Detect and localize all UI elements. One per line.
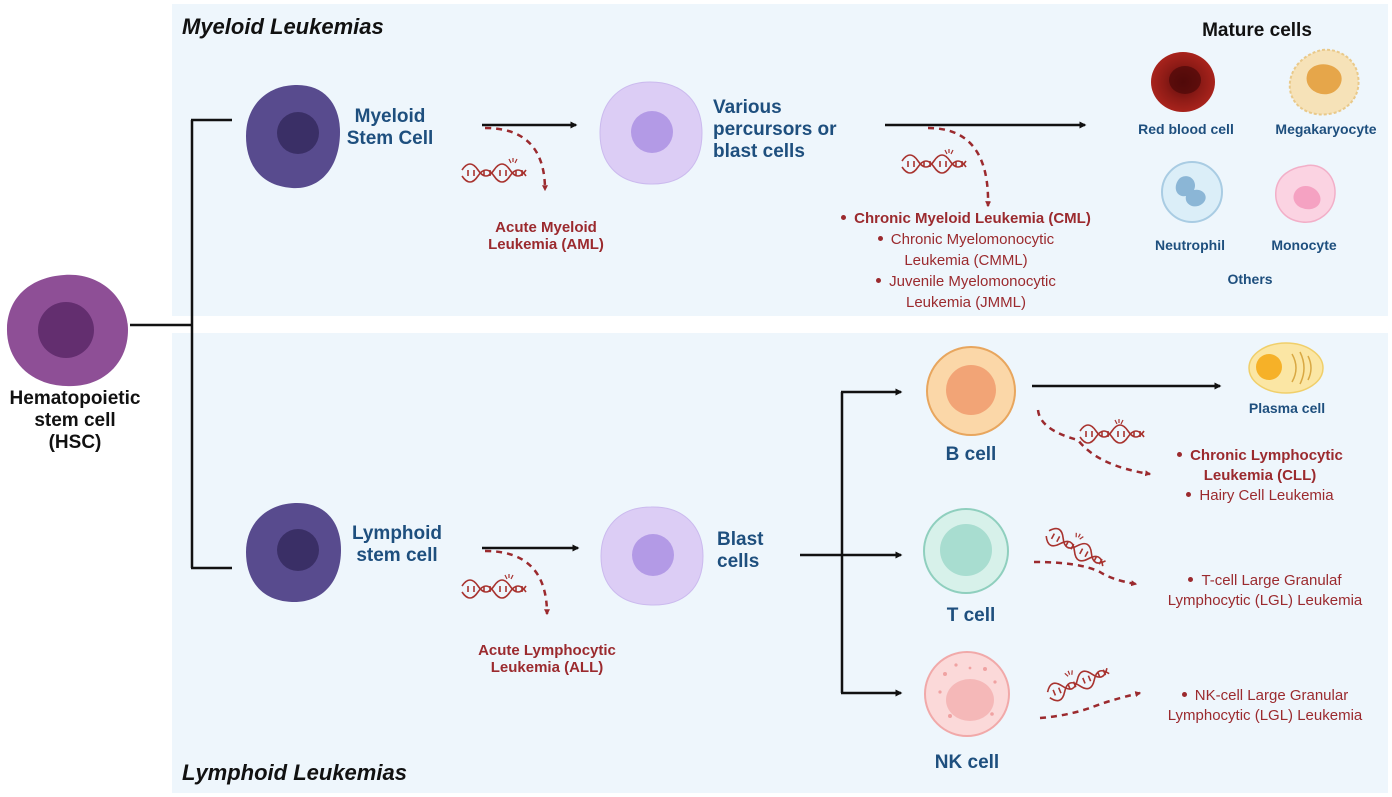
- plasma-cell-icon: [1248, 342, 1324, 394]
- lymphoid-panel: [172, 333, 1388, 793]
- cml-item: Chronic Myeloid Leukemia (CML): [816, 208, 1116, 229]
- monocyte-icon: [1275, 164, 1336, 223]
- nk-cell-leukemia-list: NK-cell Large Granular Lymphocytic (LGL)…: [1140, 686, 1390, 726]
- nk-cell-icon: [924, 651, 1010, 737]
- hairy-cell-item: Hairy Cell Leukemia: [1160, 486, 1360, 506]
- dna-icon: [1079, 419, 1145, 444]
- neutrophil-icon: [1161, 161, 1223, 223]
- lymphoid-section-title: Lymphoid Leukemias: [182, 760, 407, 785]
- red-blood-cell-icon: [1151, 52, 1215, 112]
- others-label: Others: [1227, 271, 1273, 287]
- lymphoid-stem-cell-icon: [246, 502, 341, 603]
- b-cell-label: B cell: [945, 444, 997, 465]
- b-cell-leukemia-list: Chronic Lymphocytic Leukemia (CLL) Hairy…: [1160, 446, 1360, 506]
- all-label: Acute Lymphocytic Leukemia (ALL): [478, 642, 616, 677]
- plasma-cell-label: Plasma cell: [1248, 400, 1326, 416]
- aml-label: Acute Myeloid Leukemia (AML): [488, 219, 604, 254]
- lymphoid-blast-cell-icon: [600, 506, 704, 606]
- cmml-item: Chronic Myelomonocytic: [816, 229, 1116, 250]
- cml-list: Chronic Myeloid Leukemia (CML) Chronic M…: [816, 208, 1116, 313]
- t-lgl-item: T-cell Large Granulaf: [1140, 571, 1390, 591]
- hsc-connector: [130, 118, 232, 570]
- dna-icon: [461, 158, 527, 183]
- jmml-item-line2: Leukemia (JMML): [905, 294, 1027, 311]
- myeloid-section-title: Myeloid Leukemias: [182, 14, 384, 39]
- blast-cells-label: Blast cells: [717, 529, 764, 572]
- t-lgl-item-line2: Lymphocytic (LGL) Leukemia: [1167, 592, 1363, 609]
- megakaryocyte-icon: [1288, 48, 1360, 116]
- dna-icon: [901, 149, 967, 174]
- precursor-cells-label: Various percursors or blast cells: [713, 97, 837, 162]
- b-cell-icon: [926, 346, 1016, 436]
- mature-cells-heading: Mature cells: [1202, 20, 1312, 41]
- cll-item: Chronic Lymphocytic: [1160, 446, 1360, 466]
- t-cell-leukemia-list: T-cell Large Granulaf Lymphocytic (LGL) …: [1140, 571, 1390, 611]
- myeloid-precursor-cell-icon: [599, 81, 703, 185]
- nk-lgl-item: NK-cell Large Granular: [1140, 686, 1390, 706]
- dna-icon: [461, 574, 527, 599]
- dashed-arrow-icon: [484, 126, 1152, 720]
- monocyte-label: Monocyte: [1271, 237, 1337, 253]
- jmml-item: Juvenile Myelomonocytic: [816, 271, 1116, 292]
- dna-icon: [1046, 667, 1110, 702]
- lymphoid-stem-cell-label: Lymphoid stem cell: [351, 523, 443, 566]
- cmml-item-line2: Leukemia (CMML): [904, 252, 1028, 269]
- megakaryocyte-label: Megakaryocyte: [1275, 121, 1377, 137]
- dna-icon: [1045, 527, 1106, 567]
- nk-lgl-item-line2: Lymphocytic (LGL) Leukemia: [1167, 707, 1363, 724]
- neutrophil-label: Neutrophil: [1155, 237, 1225, 253]
- solid-arrow-icon: [482, 121, 1222, 697]
- myeloid-stem-cell-icon: [246, 84, 340, 189]
- t-cell-label: T cell: [946, 605, 996, 626]
- hsc-cell-icon: [6, 274, 128, 387]
- nk-cell-label: NK cell: [934, 752, 1000, 773]
- t-cell-icon: [923, 508, 1009, 594]
- myeloid-stem-cell-label: Myeloid Stem Cell: [346, 106, 434, 149]
- cll-item-line2: Leukemia (CLL): [1203, 467, 1317, 484]
- rbc-label: Red blood cell: [1138, 121, 1234, 137]
- hsc-label: Hematopoietic stem cell (HSC): [9, 388, 141, 453]
